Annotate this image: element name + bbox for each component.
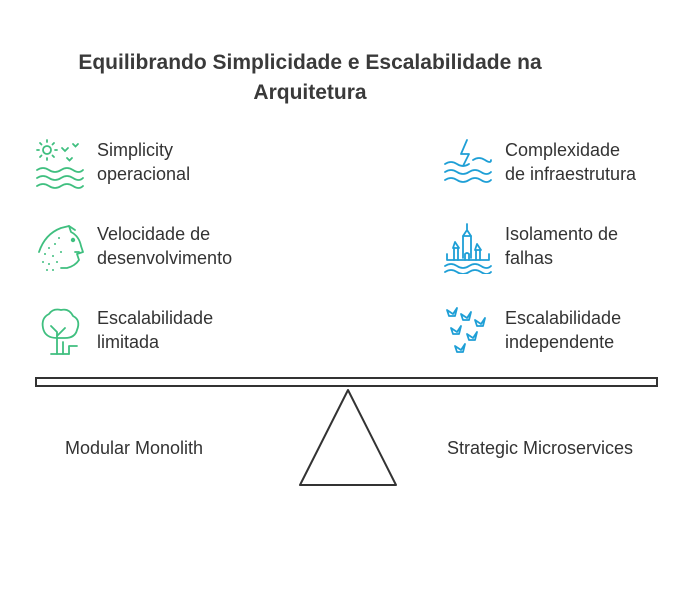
item-label: Velocidade de desenvolvimento (97, 224, 233, 268)
cheetah-icon (38, 225, 84, 271)
right-side-label: Strategic Microservices (447, 438, 634, 458)
item-label: Escalabilidade independente (505, 308, 622, 352)
left-item-velocity: Velocidade de desenvolvimento (35, 222, 267, 274)
seesaw-beam (35, 377, 658, 387)
storm-waves-icon (444, 139, 492, 183)
left-item-scalability-limited: Escalabilidade limitada (35, 306, 267, 358)
left-side-label: Modular Monolith (65, 438, 204, 458)
right-item-scalability-independent: Escalabilidade independente (443, 306, 675, 358)
item-label: Isolamento de falhas (505, 224, 619, 268)
item-label: Complexidade de infraestrutura (505, 140, 637, 184)
birds-icon (446, 307, 486, 353)
right-item-complexity: Complexidade de infraestrutura (443, 138, 675, 190)
diagram-title: Equilibrando Simplicidade e Escalabilida… (78, 51, 542, 104)
fulcrum-triangle (299, 389, 397, 486)
castle-icon (444, 223, 492, 274)
right-item-isolation: Isolamento de falhas (443, 222, 675, 274)
item-label: Simplicity operacional (97, 140, 191, 184)
item-label: Escalabilidade limitada (97, 308, 214, 352)
sun-waves-icon (36, 139, 84, 189)
tree-icon (41, 308, 80, 355)
left-item-simplicity: Simplicity operacional (35, 138, 267, 190)
